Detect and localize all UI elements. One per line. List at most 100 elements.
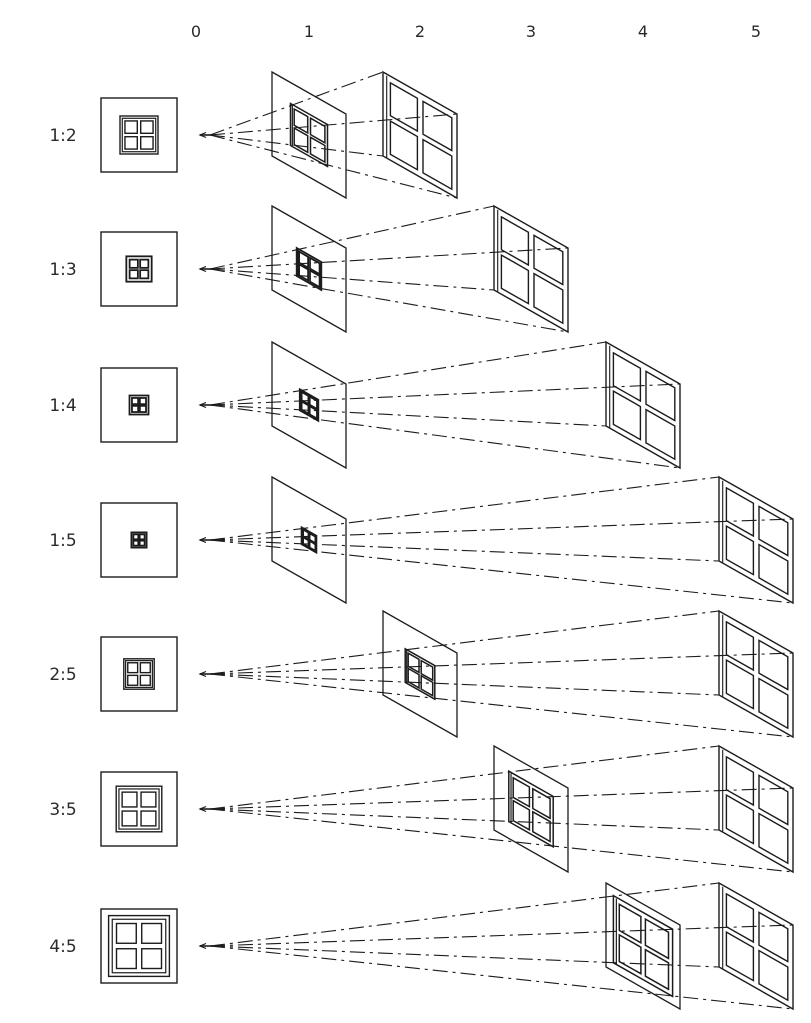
sight-line (209, 652, 794, 675)
window-front-view (115, 785, 163, 833)
window-frame (718, 609, 794, 739)
window-front-view (123, 658, 155, 690)
window-frame (382, 70, 458, 200)
window-pane (121, 791, 138, 808)
front-view-square (100, 231, 178, 307)
picture-plane (382, 609, 458, 739)
window-outer-frame (123, 658, 155, 690)
window-pane (420, 659, 434, 682)
window-pane (758, 543, 789, 596)
window-pane (533, 234, 564, 286)
window-pane (127, 674, 139, 686)
front-view-square (100, 908, 178, 984)
sight-line (209, 745, 720, 810)
sight-line (209, 808, 720, 831)
window-pane (128, 258, 139, 269)
projected-window (300, 525, 318, 555)
picture-plane (271, 340, 347, 470)
window-pane (500, 253, 530, 305)
eye-arrowhead (198, 401, 207, 409)
window-pane (500, 215, 530, 267)
row-1-2 (100, 70, 458, 200)
window-pane (389, 81, 419, 133)
projected-window (612, 894, 674, 998)
sight-line (209, 341, 607, 406)
window-pane (645, 370, 676, 422)
window-frame (605, 340, 681, 470)
window-frame (718, 744, 794, 874)
picture-plane (493, 744, 569, 874)
window-inner-frame (118, 788, 160, 830)
window-pane (124, 120, 138, 134)
row-2-5 (100, 609, 794, 739)
window-pane (420, 674, 434, 697)
window-pane (512, 776, 531, 808)
sight-line (209, 268, 495, 291)
window-pane (407, 651, 420, 674)
window-pane (618, 933, 642, 975)
window-front-view (107, 914, 171, 978)
window-outer-frame (107, 914, 171, 978)
window-object (718, 475, 794, 605)
window-pane (309, 256, 321, 276)
picture-plane (605, 881, 681, 1011)
window-inner-frame (125, 660, 153, 688)
sight-line (209, 205, 495, 270)
window-pane (758, 774, 789, 826)
sight-line (209, 673, 794, 738)
window-pane (298, 250, 310, 270)
window-frame (493, 204, 569, 334)
window-pane (139, 269, 150, 280)
window-object (493, 204, 569, 334)
sight-line (209, 268, 569, 333)
window-outer-frame (130, 531, 148, 549)
sight-line (209, 404, 681, 469)
window-pane (612, 389, 642, 441)
projected-window (298, 387, 320, 423)
rows-layer (100, 70, 794, 1011)
picture-plane (271, 70, 347, 200)
window-pane (309, 136, 326, 164)
window-pane (309, 116, 326, 145)
window-pane (141, 948, 163, 970)
front-view-square (100, 636, 178, 712)
window-pane (302, 528, 310, 541)
row-1-5 (100, 475, 794, 605)
window-pane (121, 810, 138, 827)
window-pane (138, 539, 146, 547)
window-pane (115, 922, 137, 944)
projected-window (508, 769, 554, 849)
window-pane (422, 138, 453, 191)
sight-line (209, 945, 720, 968)
window-pane (532, 787, 551, 820)
sight-line (209, 882, 720, 947)
window-inner-frame (111, 918, 167, 974)
window-pane (132, 539, 140, 547)
window-pane (758, 949, 789, 1002)
window-front-view (128, 394, 150, 416)
window-pane (618, 903, 642, 945)
window-pane (758, 505, 789, 557)
window-pane (138, 397, 147, 406)
window-object (718, 609, 794, 739)
window-pane (644, 917, 670, 960)
sight-line (209, 476, 720, 541)
window-pane (139, 662, 151, 674)
window-pane (758, 677, 789, 730)
eye-arrowhead (198, 670, 207, 678)
row-3-5 (100, 744, 794, 874)
sight-line (209, 134, 458, 199)
window-pane (645, 408, 676, 461)
window-frame (289, 102, 329, 168)
row-label: 2:5 (49, 665, 76, 685)
window-pane (422, 100, 453, 152)
window-pane (725, 486, 755, 538)
window-pane (389, 119, 419, 171)
sight-line (209, 539, 720, 562)
row-1-3 (100, 204, 569, 334)
window-frame (404, 647, 436, 701)
sight-line (209, 924, 794, 947)
window-pane (308, 531, 317, 545)
window-front-view (130, 531, 148, 549)
window-pane (140, 810, 157, 827)
